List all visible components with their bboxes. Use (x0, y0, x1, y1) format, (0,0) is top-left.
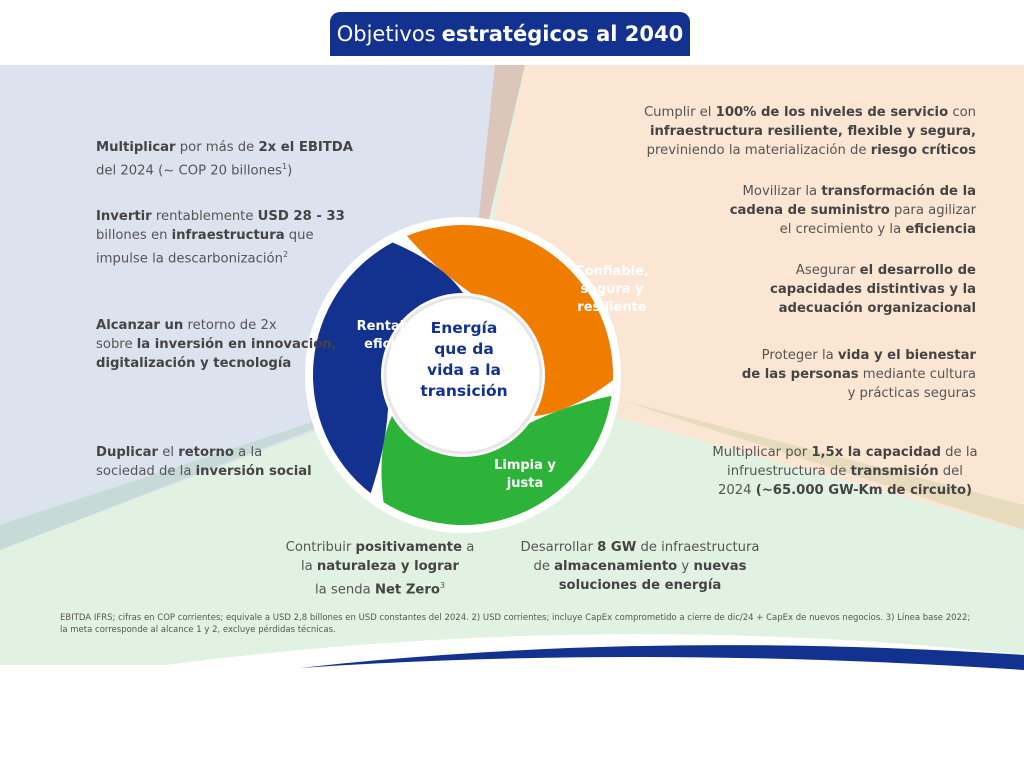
text: la (300, 559, 317, 574)
bold-text: Duplicar (96, 445, 159, 460)
bold-text: eficiencia (905, 222, 976, 237)
bold-text: transformación de la (821, 184, 976, 199)
text: con (948, 105, 976, 120)
text: de la (940, 445, 978, 460)
text: mediante cultura (858, 367, 976, 382)
bold-text: la inversión en innovación, (136, 337, 337, 352)
objective-transmission: Multiplicar por 1,5x la capacidad de la i… (700, 443, 990, 500)
text: Proteger la (761, 348, 838, 363)
footnote: EBITDA IFRS; cifras en COP corrientes; e… (60, 613, 971, 635)
bold-text: 8 GW (597, 540, 637, 555)
text: previniendo la materialización de (646, 143, 871, 158)
text: rentablemente (151, 209, 258, 224)
text: el crecimiento y la (779, 222, 906, 237)
text: a (462, 540, 475, 555)
right-ray (620, 400, 1024, 530)
text: de (533, 559, 555, 574)
bold-text: naturaleza y lograr (316, 559, 460, 574)
text: y (677, 559, 694, 574)
text: el (158, 445, 179, 460)
title-bold: estratégicos al 2040 (441, 22, 684, 46)
text: del 2024 (~ COP 20 billones (96, 163, 282, 179)
segment-label-clean: Limpia y justa (494, 458, 556, 491)
text: de infraestructura (636, 540, 760, 555)
footnote-ref: 1 (281, 162, 288, 171)
bold-text: Invertir (96, 209, 152, 224)
bold-text: Alcanzar un (96, 318, 184, 333)
text: sociedad de la (96, 464, 196, 479)
text: impulse la descarbonización (96, 251, 283, 267)
text: Contribuir (285, 540, 356, 555)
segment-profitable (313, 242, 463, 494)
text: Cumplir el (643, 105, 716, 120)
segment-label-reliable: Confiable, segura y resiliente (575, 264, 649, 315)
bold-text: adecuación organizacional (778, 301, 976, 316)
bold-text: riesgo críticos (870, 143, 976, 158)
text: para agilizar (889, 203, 976, 218)
bold-text: cadena de suministro (729, 203, 890, 218)
objective-ebitda: Multiplicar por más de 2x el EBITDA del 2… (96, 138, 353, 180)
wheel-center (383, 295, 543, 455)
text: 2024 (717, 483, 756, 498)
objective-social-return: Duplicar el retorno a la sociedad de la i… (96, 443, 312, 481)
objective-storage: Desarrollar 8 GW de infraestructura de al… (510, 538, 770, 595)
objective-investment: Invertir rentablemente USD 28 - 33 billon… (96, 207, 345, 268)
text: la senda (315, 582, 375, 598)
bold-text: digitalización y tecnología (96, 356, 292, 371)
segment-clean (381, 395, 612, 525)
text: a la (233, 445, 263, 460)
text: Desarrollar (520, 540, 598, 555)
text: billones en (96, 228, 172, 243)
bold-text: Multiplicar (96, 140, 176, 155)
bold-text: (~65.000 GW-Km de circuito) (755, 483, 973, 498)
bold-text: almacenamiento (554, 559, 678, 574)
bold-text: 100% de los niveles de servicio (715, 105, 949, 120)
wheel-center-text: Energía que da vida a la transición (420, 319, 508, 400)
bold-text: capacidades distintivas y la (770, 282, 976, 297)
bold-text: de las personas (741, 367, 859, 382)
bold-text: infraestructura (171, 228, 285, 243)
footnote-ref: 3 (439, 581, 445, 590)
bold-text: USD 28 - 33 (257, 209, 345, 224)
segment-reliable (406, 225, 613, 416)
text: infruestructura de (727, 464, 851, 479)
left-region (0, 65, 495, 550)
objective-innovation: Alcanzar un retorno de 2x sobre la invers… (96, 316, 337, 373)
bold-text: vida y el bienestar (837, 348, 976, 363)
footnote-ref: 2 (282, 250, 289, 259)
bold-text: infraestructura resiliente, flexible y s… (649, 124, 976, 139)
objective-supply-chain: Movilizar la transformación de la cadena … (730, 182, 976, 239)
text: por más de (175, 140, 259, 155)
bold-text: transmisión (850, 464, 939, 479)
bold-text: el desarrollo de (859, 263, 976, 278)
bold-text: positivamente (355, 540, 463, 555)
objective-capabilities: Asegurar el desarrollo de capacidades dis… (770, 261, 976, 318)
text: ) (287, 163, 293, 179)
bold-text: retorno (178, 445, 234, 460)
segment-label-profitable: Rentable y eficiente (356, 319, 436, 352)
bold-text: soluciones de energía (558, 578, 722, 593)
bottom-white (0, 634, 1024, 759)
text: retorno de 2x (183, 318, 277, 333)
strategy-wheel (305, 217, 621, 533)
bold-text: Net Zero (374, 582, 440, 598)
text: Movilizar la (742, 184, 822, 199)
text: del (938, 464, 963, 479)
text: y prácticas seguras (847, 386, 976, 401)
text: Multiplicar por (712, 445, 812, 460)
bold-text: inversión social (195, 464, 312, 479)
objective-net-zero: Contribuir positivamente a la naturaleza … (270, 538, 490, 599)
title-light: Objetivos (336, 22, 436, 46)
objective-safety: Proteger la vida y el bienestar de las pe… (742, 346, 976, 403)
text: sobre (96, 337, 137, 352)
text: que (284, 228, 314, 243)
bold-text: 2x el EBITDA (258, 140, 353, 155)
blue-swoosh (300, 645, 1024, 670)
text: Asegurar (795, 263, 860, 278)
bold-text: nuevas (693, 559, 747, 574)
objective-service-levels: Cumplir el 100% de los niveles de servic… (644, 103, 976, 160)
bold-text: 1,5x la capacidad (811, 445, 941, 460)
